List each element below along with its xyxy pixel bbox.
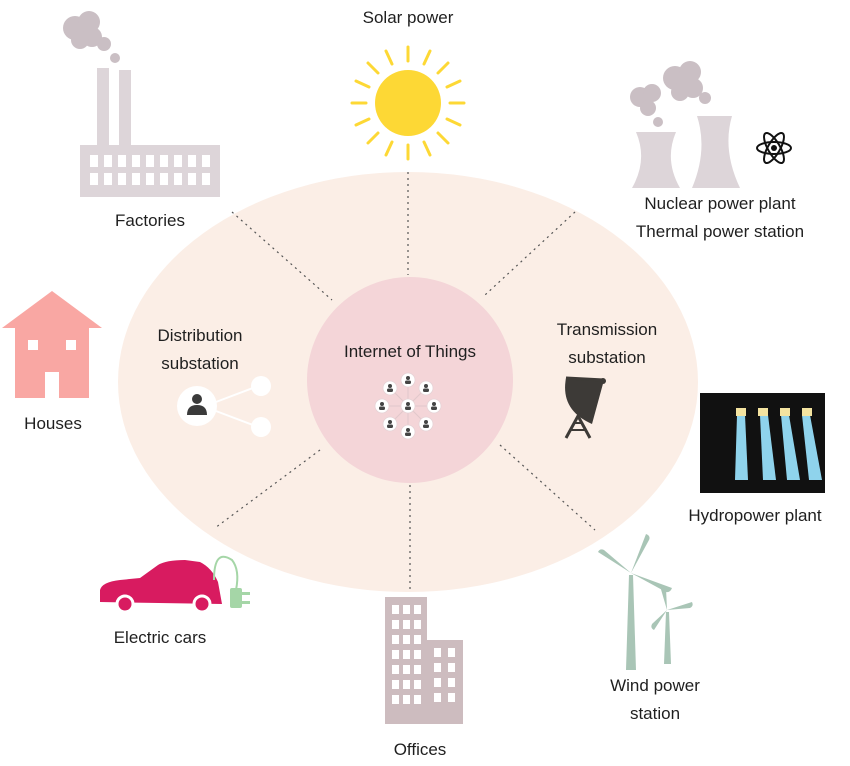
plug-icon <box>213 555 250 608</box>
factory-icon <box>63 11 220 197</box>
offices-label: Offices <box>393 740 447 759</box>
houses-label: Houses <box>24 414 82 433</box>
divider-top-right <box>484 211 576 296</box>
smoke-stack-icon <box>63 11 120 63</box>
transmission-label-line1: Transmission <box>556 320 658 339</box>
solar-power-label: Solar power <box>362 8 454 27</box>
segment-dividers <box>214 172 596 592</box>
office-building-icon <box>385 597 463 724</box>
atom-icon <box>756 131 792 165</box>
transmission-label-line2: substation <box>568 348 646 367</box>
factories-label: Factories <box>115 211 185 230</box>
wind-power-label-line1: Wind power <box>610 676 700 695</box>
car-icon <box>100 555 250 614</box>
distribution-label-line2: substation <box>161 354 239 373</box>
distribution-user-icon <box>177 376 271 437</box>
cooling-tower-icon <box>632 132 680 188</box>
wind-turbine-icon <box>598 534 693 670</box>
center-label: Internet of Things <box>344 342 476 361</box>
electric-cars-label: Electric cars <box>113 628 207 647</box>
house-icon <box>2 291 102 398</box>
wind-power-label-line2: station <box>629 704 681 723</box>
distribution-label-line1: Distribution <box>157 326 243 345</box>
satellite-dish-icon <box>564 376 606 439</box>
people-network-icon <box>374 372 442 440</box>
sun-icon <box>350 45 466 161</box>
thermal-station-label: Thermal power station <box>635 222 805 241</box>
divider-top-left <box>231 211 333 301</box>
nuclear-plant-label: Nuclear power plant <box>644 194 796 213</box>
smoke-stack-icon <box>630 61 711 127</box>
cooling-tower-icon <box>692 116 740 188</box>
divider-bottom-left <box>214 449 321 529</box>
nuclear-plant-icon <box>630 61 792 188</box>
hydropower-label: Hydropower plant <box>688 506 822 525</box>
dam-icon <box>700 393 825 493</box>
